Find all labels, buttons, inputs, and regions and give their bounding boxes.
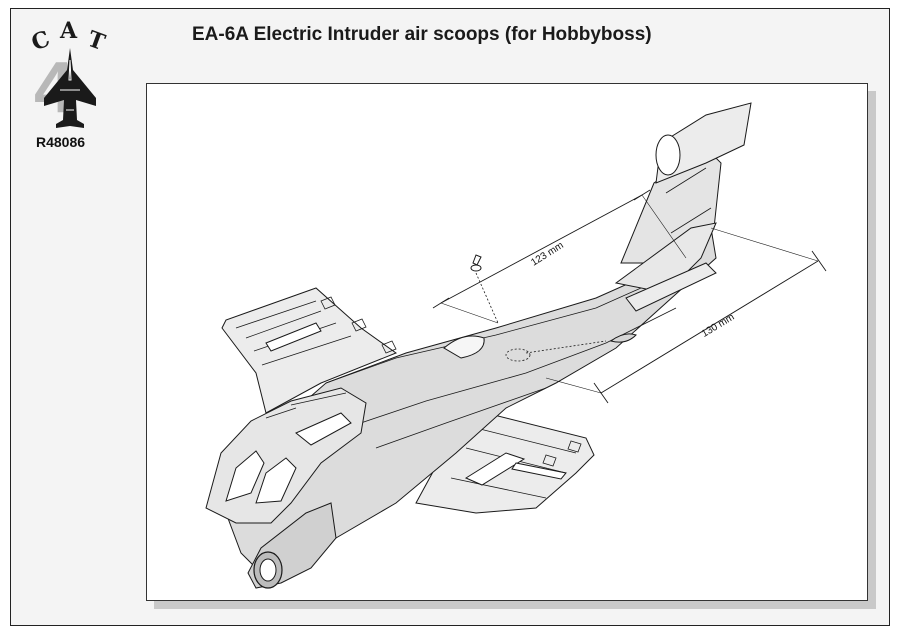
aircraft-drawing: 123 mm 130 mm (205, 102, 827, 589)
dimension-130mm (545, 227, 827, 404)
logo-letter-a: A (60, 18, 78, 44)
logo-jet-icon: 4 (34, 48, 96, 128)
cat4-logo: C A T 4 (28, 18, 110, 135)
product-code: R48086 (36, 134, 86, 150)
dimension-label-130: 130 mm (700, 312, 737, 340)
page-title: EA-6A Electric Intruder air scoops (for … (192, 24, 652, 45)
dimension-label-123: 123 mm (529, 240, 565, 268)
dimension-123mm (432, 189, 687, 324)
fuselage (225, 226, 717, 574)
